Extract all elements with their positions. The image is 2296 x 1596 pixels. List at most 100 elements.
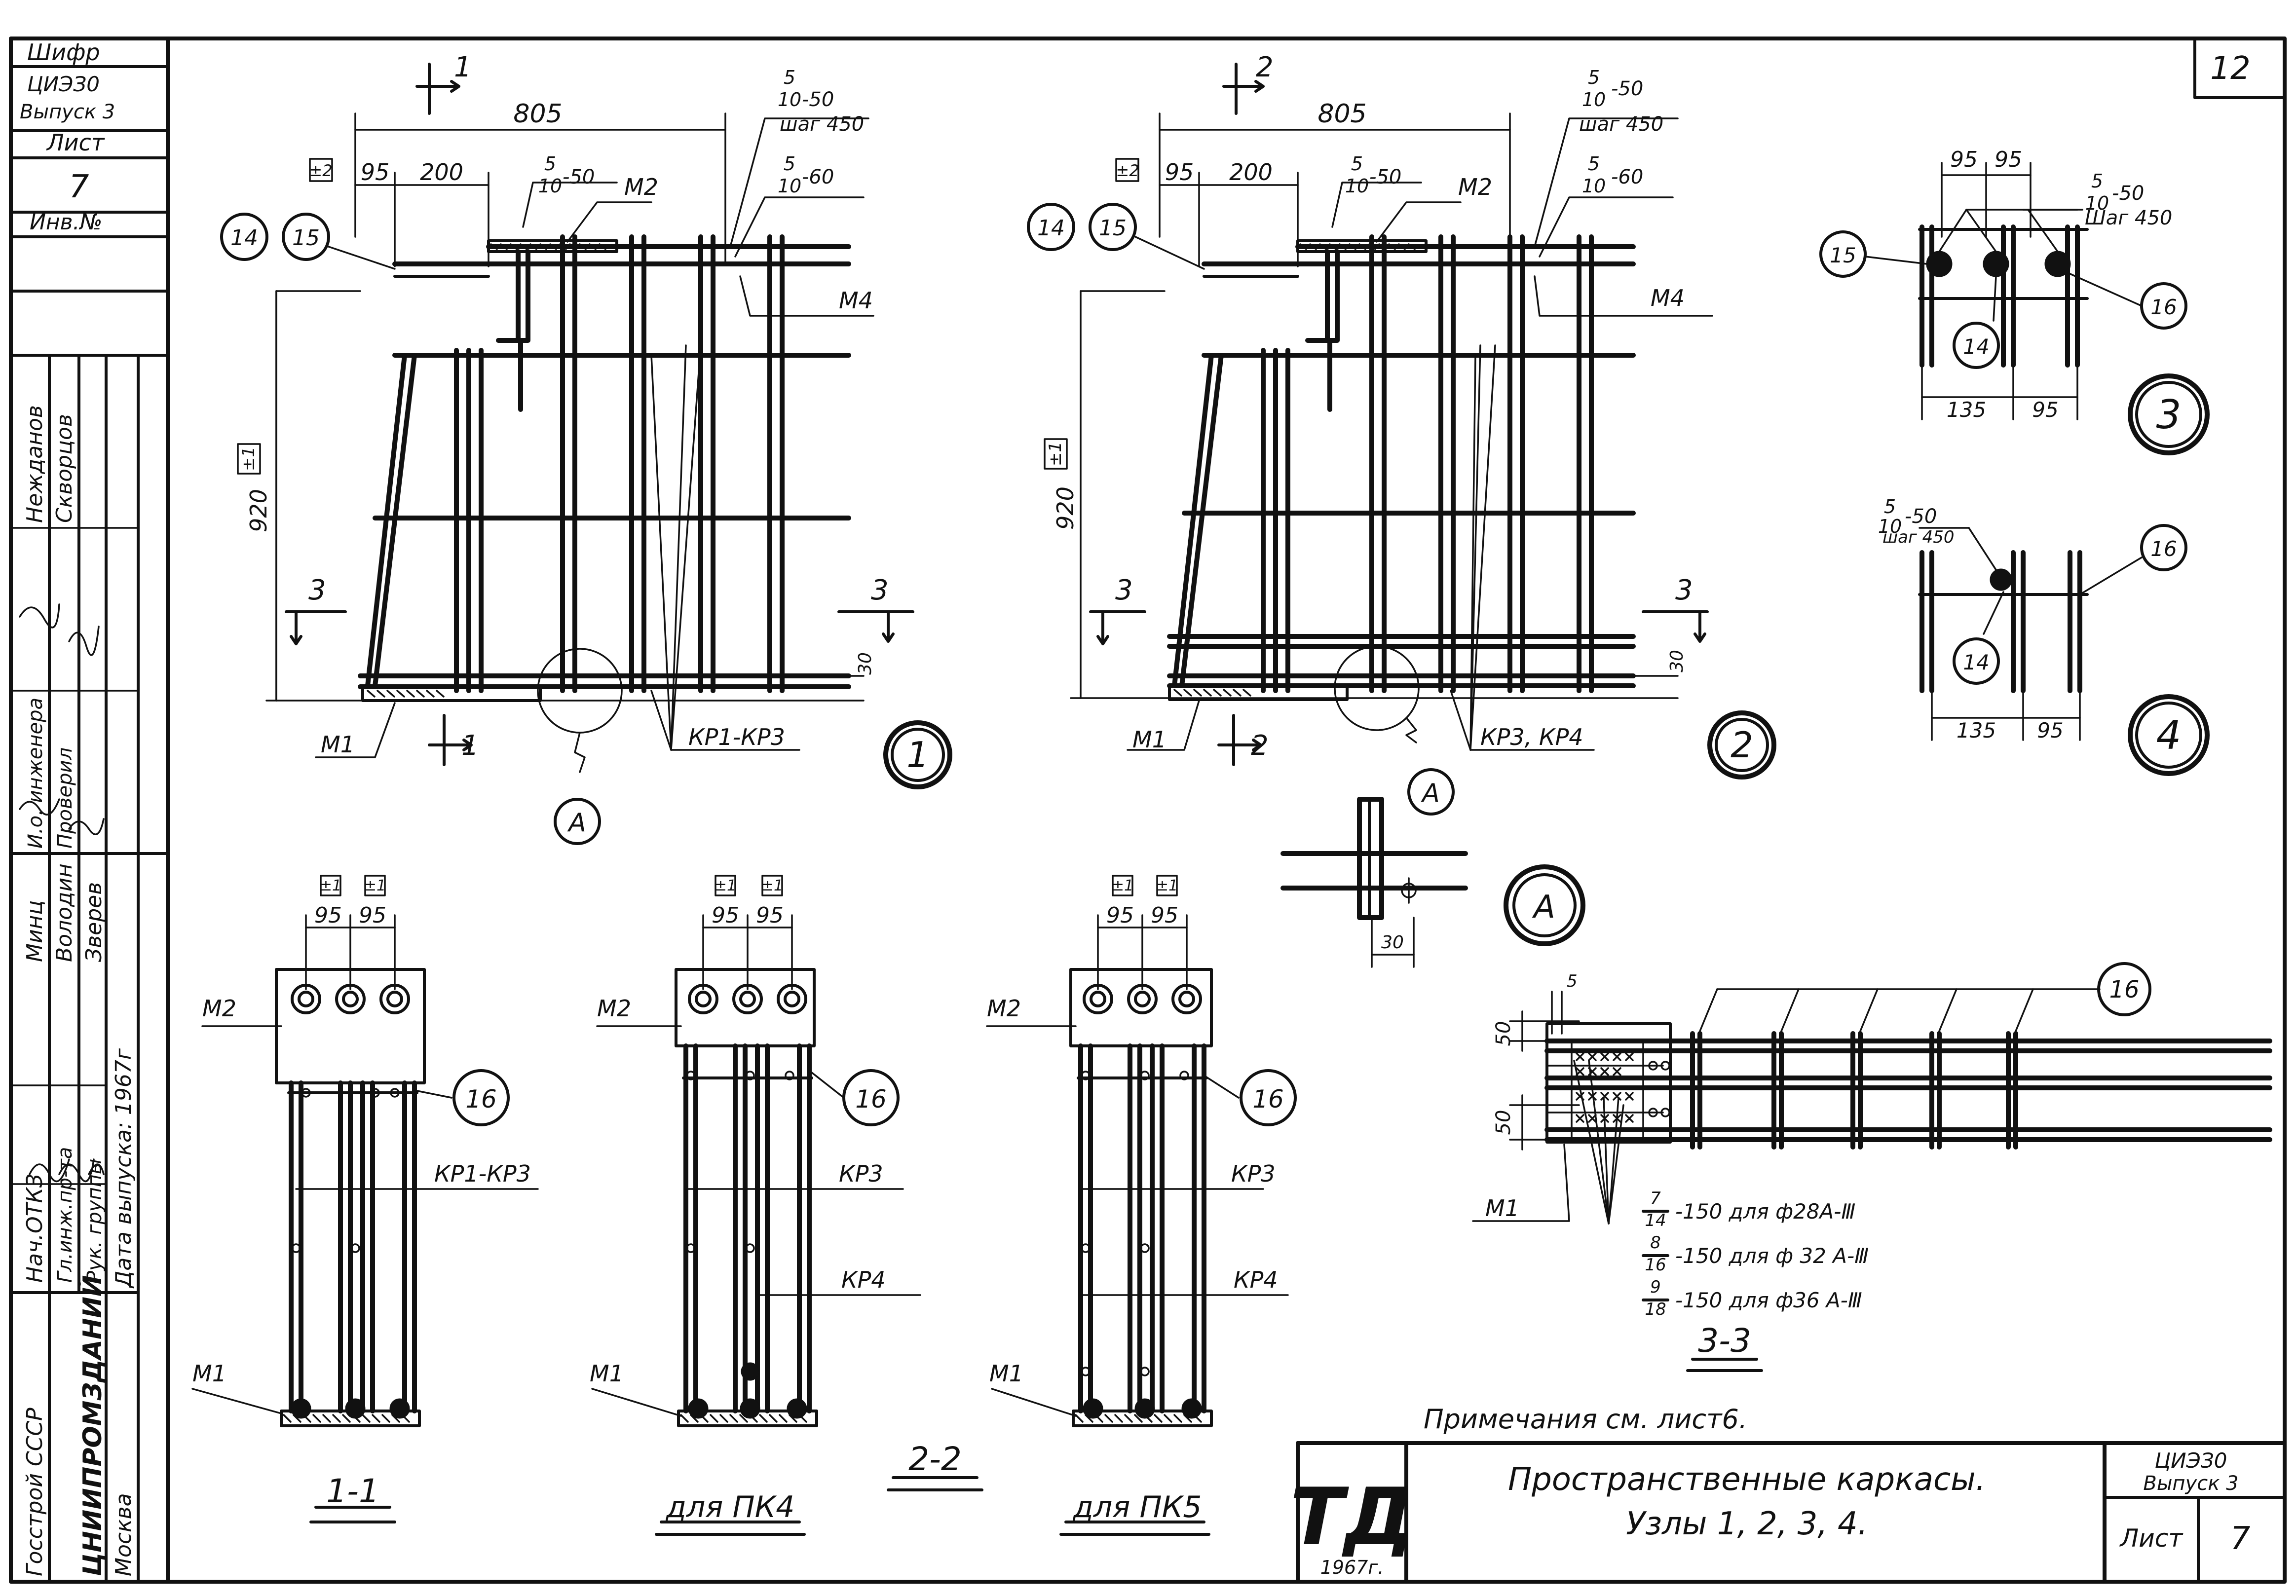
n1-weld3-top: 5 [784,153,795,175]
n4-dim-bot-b: 95 [2037,718,2063,742]
n2-label-kr: КР3, КР4 [1480,724,1583,750]
stamp-vypusk: Выпуск 3 [20,101,115,123]
n3-c15: 15 [1830,243,1856,267]
stamp-role2-name-2: Скворцов [52,414,77,523]
n3-c14: 14 [1963,334,1989,359]
stamp-role2-1: И.о. инженера [24,698,47,849]
stamp-list-value: 7 [69,169,89,205]
note-text: Примечания см. лист6. [1424,1404,1747,1435]
detail-a-drawing [1280,797,1585,968]
n1-dim-total: 805 [513,99,562,129]
n1-plus-side: ±1 [239,446,259,471]
title-list-label: Лист [2119,1524,2184,1553]
n3-dim-top-a: 95 [1950,147,1978,172]
s33-label-m1: М1 [1485,1195,1519,1222]
node-4-drawing [1918,524,2210,776]
n1-weld2-len: -50 [802,88,834,111]
drawing-title-1: Пространственные каркасы. [1508,1461,1986,1498]
pk5-label-kr4: КР4 [1234,1266,1278,1293]
s11-c16: 16 [465,1085,497,1113]
n3-weld-bot: 10 [2085,192,2109,214]
n2-circle-14: 14 [1037,216,1065,241]
n2-weld3-len: -60 [1611,166,1643,188]
n1-weld1-top: 5 [544,153,556,175]
sheet-number: 12 [2210,50,2250,87]
n3-dim-top-b: 95 [1995,147,2022,172]
s11-title: 1-1 [326,1472,379,1510]
pk4-label-m2: М2 [597,995,631,1022]
title-code: ЦИЭЗ0 [2155,1448,2227,1473]
n1-callout-a: А [567,808,586,838]
s22-title: 2-2 [908,1440,962,1478]
stamp-city: Москва [111,1493,136,1576]
n3-weld-len: -50 [2112,182,2144,205]
n2-weld2-bot: 10 [1582,89,1606,111]
n4-c16: 16 [2150,537,2177,561]
stamp-role-name-1: Минц [22,900,47,962]
s33-weld1-top: 7 [1650,1188,1661,1208]
title-block [1296,1441,2287,1584]
detail-a-label: А [1532,889,1555,926]
n2-dim-a: 95 [1165,159,1194,186]
n1-cut-left: 3 [308,574,326,606]
n2-weld3-top: 5 [1588,153,1600,175]
n2-weld2-top: 5 [1588,67,1600,88]
n1-cut-right: 3 [871,574,889,606]
n2-plus-side: ±1 [1046,442,1065,466]
s11-tol-a: ±1 [320,877,341,894]
n1-weld1-bot: 10 [538,175,562,197]
n1-weld2-step: шаг 450 [780,113,864,136]
n2-plus-top: ±2 [1116,161,1139,180]
title-vypusk: Выпуск 3 [2143,1472,2238,1495]
n2-weld1-top: 5 [1351,153,1363,175]
s33-c16: 16 [2109,976,2139,1003]
n2-label-m4: М4 [1651,285,1685,311]
n1-plus-top: ±2 [309,161,332,180]
n2-weld2-len: -50 [1611,77,1643,100]
s33-weld2-text: -150 для ф 32 А-Ⅲ [1675,1244,1869,1268]
pk5-dim-b: 95 [1151,903,1178,928]
s33-weld2-top: 8 [1650,1233,1661,1253]
n4-c14: 14 [1963,650,1989,674]
detail-a-dim: 30 [1381,932,1404,953]
s33-weld1-text: -150 для ф28А-Ⅲ [1675,1199,1855,1224]
n2-cut-top: 2 [1256,51,1274,83]
s11-dim-a: 95 [314,903,342,928]
stamp-inv-label: Инв.№ [30,210,102,235]
stamp-vertical-texts: Нач.ОТКЗ Гл.инж.пр-та Рук. группы Минц В… [22,405,136,1576]
s33-dim-50a: 50 [1492,1021,1515,1046]
pk4-tol-b: ±1 [761,877,783,894]
n1-dim-b: 200 [420,159,463,186]
n3-node-num: 3 [2156,392,2182,438]
drawing-title-2: Узлы 1, 2, 3, 4. [1626,1506,1868,1542]
n3-dim-bot-b: 95 [2032,398,2058,422]
n1-node-num: 1 [906,734,929,776]
pk5-label-kr3: КР3 [1231,1160,1276,1187]
pk5-label-m1: М1 [989,1360,1023,1387]
n2-cut-bottom: 2 [1251,730,1269,762]
pk4-dim-b: 95 [756,903,784,928]
title-list-value: 7 [2230,1521,2251,1557]
n2-circle-15: 15 [1099,216,1127,241]
n3-weld-top: 5 [2091,170,2103,192]
side-stamp [9,65,169,1583]
stamp-org-2: ЦНИИПРОМЗДАНИЙ [77,1275,108,1576]
s11-label-kr: КР1-КР3 [434,1160,531,1187]
n2-weld3-bot: 10 [1582,175,1606,197]
s11-label-m2: М2 [202,995,236,1022]
n2-node-num: 2 [1731,724,1753,766]
stamp-signatures [19,603,105,1183]
stamp-role-name-3: Зверев [81,882,107,962]
n1-cut-top: 1 [454,51,472,83]
s33-title: 3-3 [1698,1322,1751,1360]
n4-weld-step: шаг 450 [1882,527,1955,547]
stamp-role-1: Нач.ОТКЗ [22,1174,47,1283]
stamp-shifr-value: ЦИЭЗ0 [27,72,100,96]
n1-weld2-top: 5 [784,67,795,88]
stamp-release-date: Дата выпуска: 1967г [111,1048,136,1289]
s33-weld2-bot: 16 [1645,1255,1666,1275]
n2-label-m2: М2 [1458,174,1492,200]
s11-tol-b: ±1 [364,877,386,894]
n4-node-num: 4 [2156,712,2182,758]
